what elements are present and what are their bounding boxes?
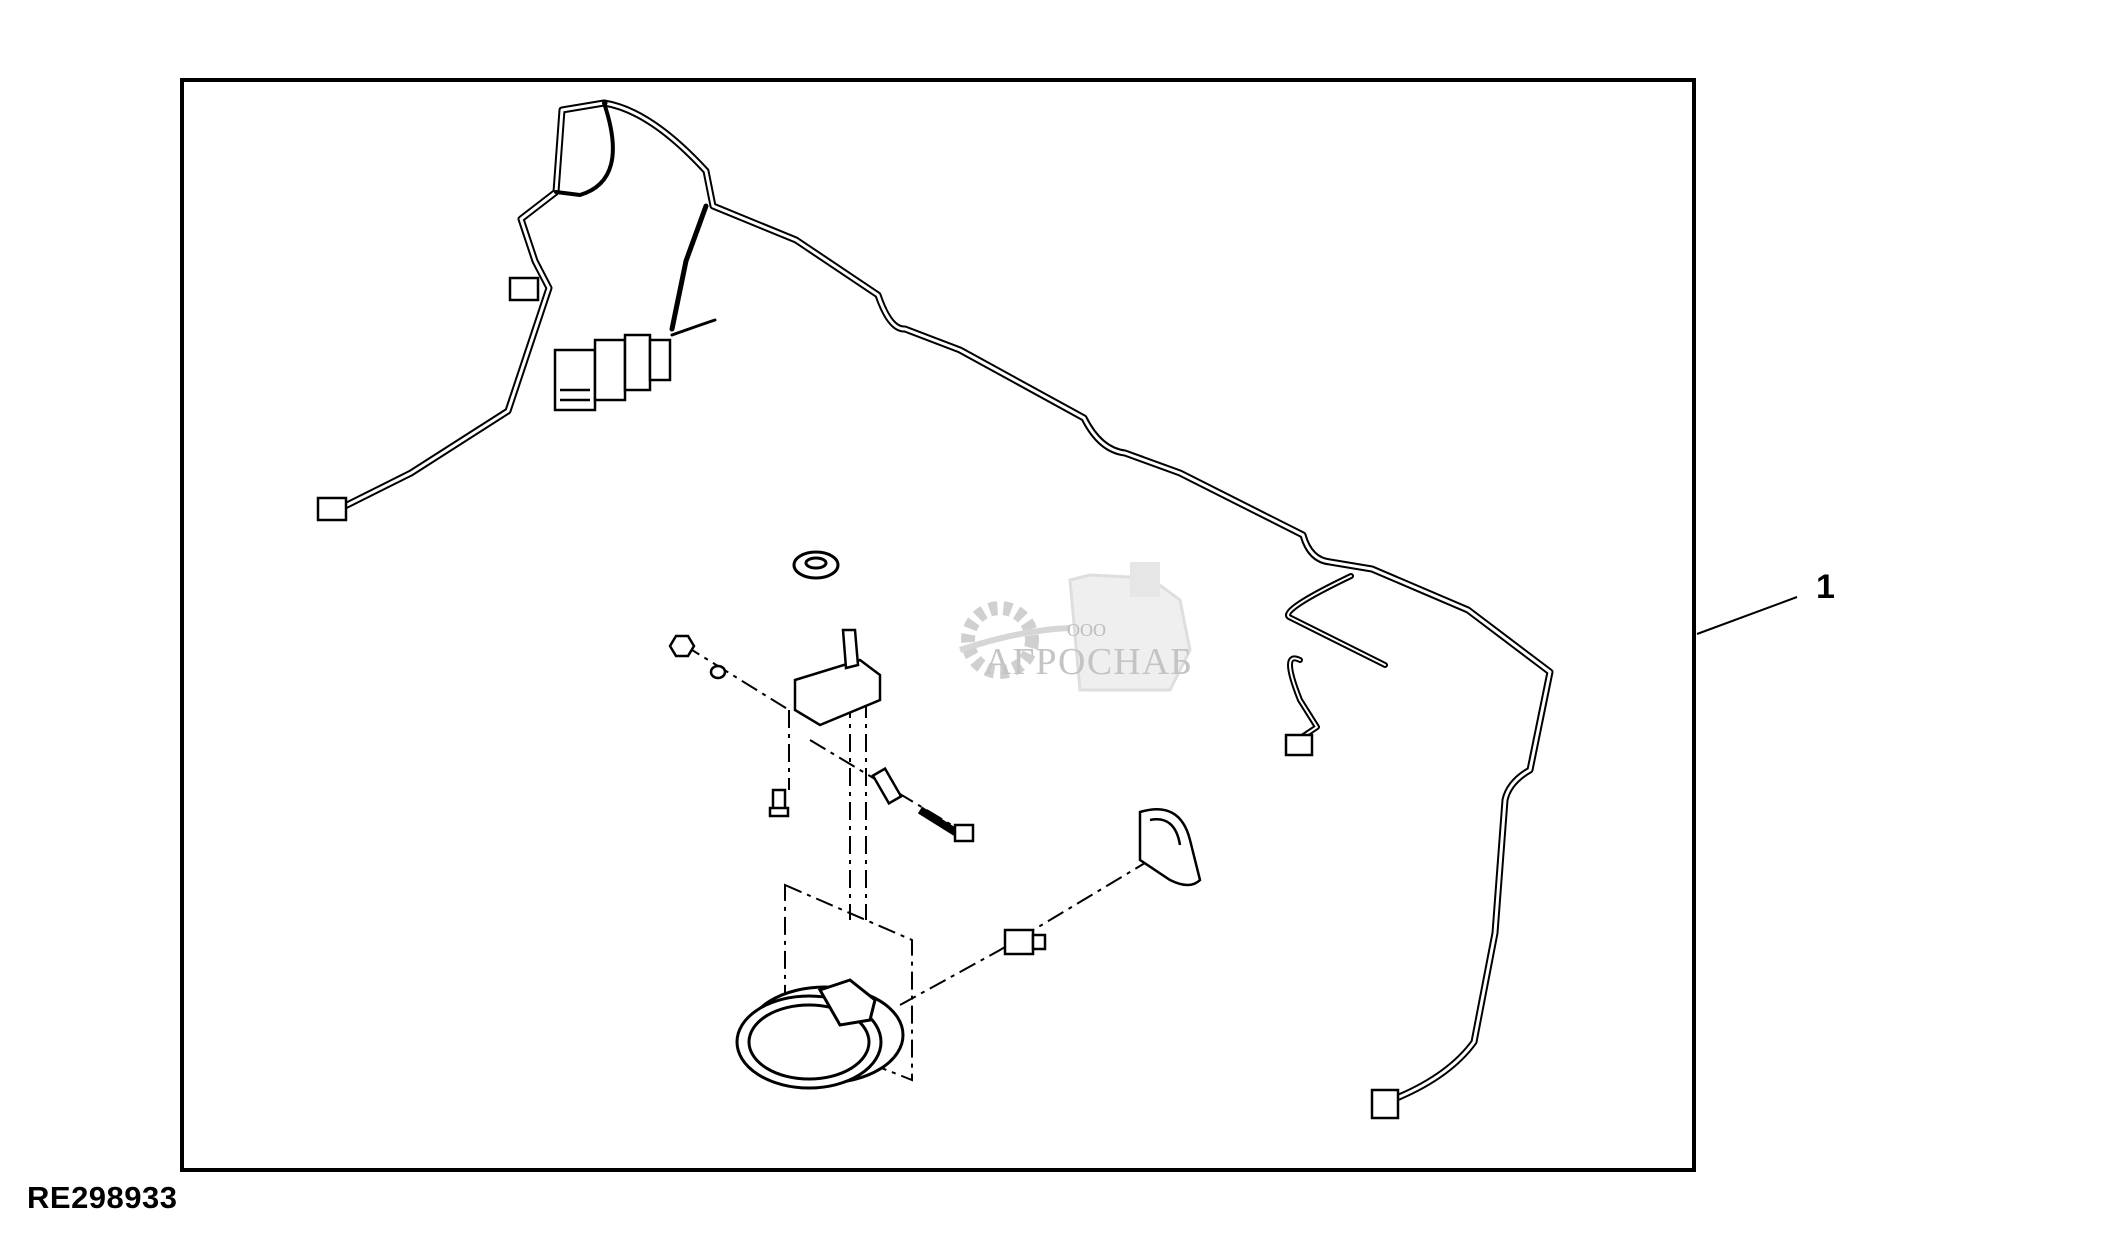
harness-connectors bbox=[316, 276, 1400, 1120]
grommet bbox=[792, 550, 840, 580]
watermark-name: АГРОСНАБ bbox=[984, 641, 1193, 683]
callout-leader-1 bbox=[1696, 596, 1798, 635]
fog-lamp bbox=[735, 978, 905, 1090]
watermark-prefix: ООО bbox=[1067, 620, 1106, 640]
watermark-logo bbox=[959, 562, 1192, 692]
part-number: RE298933 bbox=[27, 1180, 178, 1215]
lamp-bulb bbox=[1003, 928, 1047, 956]
diagram-frame bbox=[180, 78, 1696, 1172]
mounting-bracket bbox=[793, 628, 882, 727]
relay-block bbox=[553, 333, 672, 412]
callout-label-1: 1 bbox=[1816, 568, 1835, 606]
wiring-harness bbox=[339, 99, 1554, 1101]
lamp-cover bbox=[1138, 807, 1202, 887]
fasteners bbox=[668, 634, 975, 843]
